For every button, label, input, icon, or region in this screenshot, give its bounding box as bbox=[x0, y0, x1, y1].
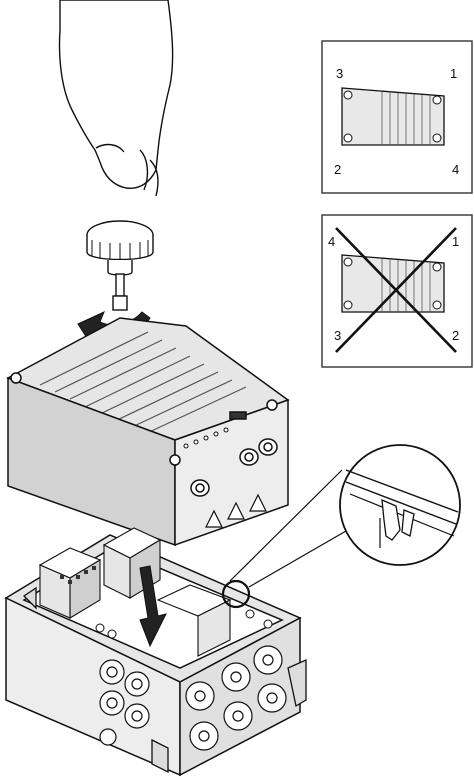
corner-label-bottom-left: 2 bbox=[334, 162, 341, 177]
electronics-module-lid bbox=[6, 317, 290, 547]
panel-correct-sequence: 3 1 2 4 bbox=[321, 40, 473, 194]
corner-label-top-left: 3 bbox=[336, 66, 343, 81]
panel-wrong-sequence: 4 1 3 2 bbox=[321, 214, 473, 368]
warning-triangle-icon bbox=[205, 493, 267, 528]
down-arrow-icon bbox=[139, 565, 167, 648]
hand-with-screwdriver-icon bbox=[58, 0, 174, 311]
detail-magnifier bbox=[339, 444, 461, 566]
cross-out-icon bbox=[335, 227, 457, 353]
corner-label-bottom-right: 2 bbox=[452, 328, 459, 343]
connection-box bbox=[4, 527, 307, 777]
corner-label-top-left: 4 bbox=[328, 234, 335, 249]
corner-label-bottom-right: 4 bbox=[452, 162, 459, 177]
corner-label-top-right: 1 bbox=[450, 66, 457, 81]
corner-label-top-right: 1 bbox=[452, 234, 459, 249]
corner-label-bottom-left: 3 bbox=[334, 328, 341, 343]
